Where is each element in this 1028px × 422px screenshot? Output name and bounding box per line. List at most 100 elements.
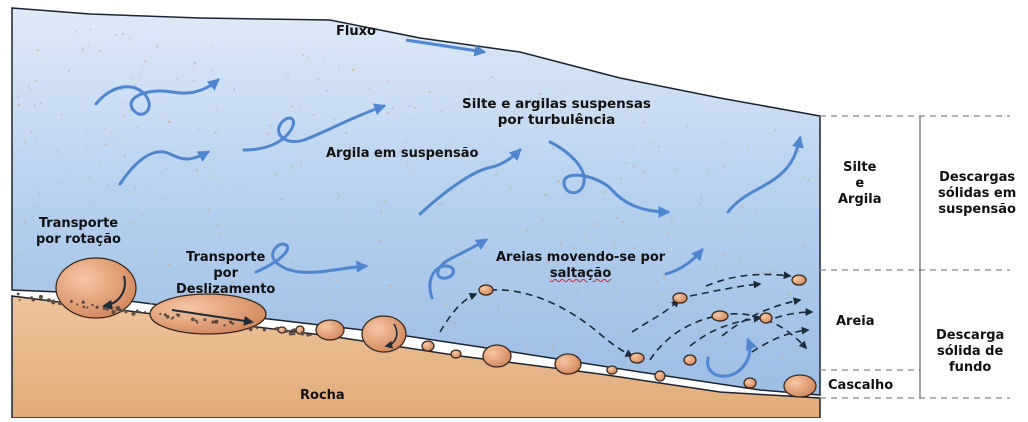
suspended-particle	[774, 129, 776, 131]
suspended-particle	[437, 203, 439, 205]
suspended-particle	[37, 49, 39, 51]
suspended-particle	[509, 187, 511, 189]
fine-gravel-grain	[51, 301, 55, 305]
flow-label: Fluxo	[336, 24, 376, 40]
fine-gravel-grain	[86, 307, 88, 309]
suspended-particle	[722, 253, 724, 255]
suspended-particle	[740, 257, 742, 259]
suspended-particle	[614, 245, 616, 247]
suspended-particle	[206, 188, 207, 189]
suspended-particle	[99, 50, 101, 52]
suspended-particle	[291, 261, 293, 263]
rock-label: Rocha	[300, 388, 345, 404]
suspended-particle	[144, 60, 146, 62]
suspended-particle	[53, 250, 54, 251]
fine-gravel-grain	[291, 329, 293, 331]
suspended-particle	[551, 346, 553, 348]
suspended-particle	[481, 310, 482, 311]
suspended-particle	[34, 104, 36, 106]
suspended-particle	[236, 146, 238, 148]
suspended-load-label: Descargas sólidas em suspensão	[938, 170, 1016, 218]
suspended-particle	[594, 223, 596, 225]
suspended-particle	[129, 38, 130, 39]
suspended-particle	[124, 155, 126, 157]
fine-gravel-grain	[96, 306, 99, 309]
suspended-particle	[17, 96, 19, 98]
fine-gravel-grain	[249, 327, 253, 331]
suspended-particle	[280, 198, 282, 200]
suspended-particle	[798, 150, 800, 152]
suspended-particle	[604, 191, 606, 193]
suspended-particle	[136, 127, 137, 128]
suspended-particle	[747, 259, 748, 260]
suspended-particle	[21, 148, 23, 150]
suspended-particle	[337, 198, 339, 200]
silt-clay-suspended-label: Silte e argilas suspensas por turbulênci…	[462, 96, 651, 128]
suspended-particle	[471, 90, 472, 91]
suspended-particle	[401, 299, 402, 300]
suspended-particle	[168, 121, 170, 123]
suspended-particle	[212, 70, 214, 72]
suspended-particle	[807, 179, 809, 181]
suspended-particle	[633, 145, 635, 147]
suspended-particle	[803, 244, 805, 246]
suspended-particle	[52, 282, 54, 284]
fine-gravel-grain	[191, 318, 195, 322]
suspended-particle	[557, 180, 559, 182]
suspended-particle	[68, 70, 70, 72]
sliding-boulder	[150, 294, 266, 334]
suspended-particle	[376, 268, 378, 270]
fine-gravel-grain	[284, 329, 288, 333]
suspended-particle	[510, 290, 512, 292]
fine-gravel-grain	[123, 309, 125, 311]
suspended-particle	[380, 240, 382, 242]
suspended-particle	[650, 325, 652, 327]
sliding-transport-label: Transporte por Deslizamento	[176, 250, 275, 298]
suspended-particle	[466, 262, 468, 264]
suspended-particle	[440, 111, 442, 113]
suspended-particle	[333, 118, 335, 120]
fine-gravel-grain	[159, 313, 161, 315]
suspended-particle	[674, 168, 676, 170]
suspended-particle	[307, 57, 309, 59]
suspended-particle	[616, 217, 618, 219]
suspended-particle	[713, 301, 715, 303]
suspended-particle	[318, 78, 320, 80]
fine-gravel-grain	[211, 320, 214, 323]
suspended-particle	[106, 138, 107, 139]
fine-gravel-grain	[255, 324, 257, 326]
suspended-particle	[90, 29, 92, 31]
suspended-particle	[748, 145, 750, 147]
suspended-particle	[769, 271, 771, 273]
suspended-particle	[573, 247, 575, 249]
suspended-particle	[414, 107, 416, 109]
suspended-particle	[210, 175, 212, 177]
suspended-particle	[34, 80, 36, 82]
fine-gravel-grain	[82, 301, 85, 304]
suspended-particle	[164, 197, 166, 199]
suspended-particle	[392, 107, 394, 109]
suspended-particle	[105, 144, 107, 146]
suspended-particle	[215, 132, 217, 134]
suspended-particle	[24, 221, 26, 223]
suspended-particle	[122, 33, 124, 35]
suspended-particle	[111, 132, 113, 134]
suspended-particle	[433, 217, 434, 218]
suspended-particle	[16, 221, 17, 222]
fine-gravel-grain	[39, 295, 43, 299]
suspended-particle	[620, 178, 622, 180]
gravel-layer-label: Cascalho	[828, 378, 893, 394]
suspended-particle	[525, 348, 527, 350]
suspended-particle	[541, 219, 543, 221]
suspended-particle	[622, 221, 624, 223]
suspended-particle	[21, 93, 22, 94]
suspended-particle	[170, 122, 171, 123]
suspended-particle	[653, 142, 655, 144]
bed-load-label: Descarga sólida de fundo	[936, 328, 1004, 376]
suspended-particle	[352, 69, 354, 71]
fine-gravel-grain	[116, 307, 118, 309]
fine-gravel-grain	[111, 306, 113, 308]
suspended-particle	[123, 115, 125, 117]
suspended-particle	[146, 189, 148, 191]
